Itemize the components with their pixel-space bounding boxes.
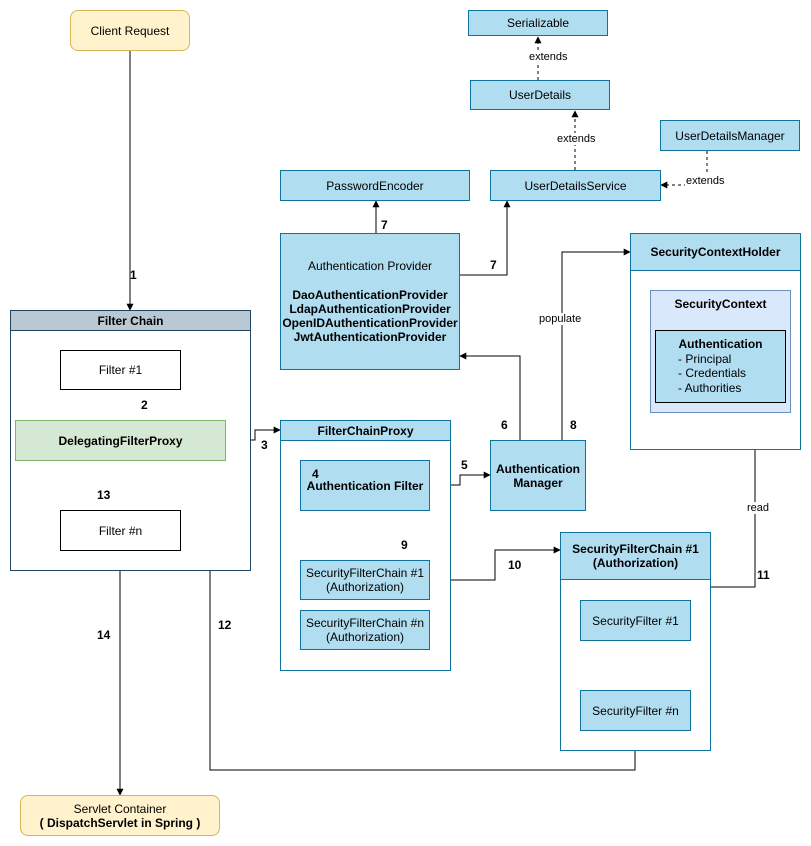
authentication-manager-line1: Authentication	[496, 461, 580, 476]
step-10: 10	[508, 558, 522, 572]
step-4: 4	[312, 467, 319, 481]
security-filter-1-node: SecurityFilter #1	[580, 600, 691, 641]
user-details-service-label: UserDetailsService	[524, 178, 627, 193]
step-11: 11	[757, 568, 770, 582]
security-context-label: SecurityContext	[674, 297, 767, 311]
security-filter-n-node: SecurityFilter #n	[580, 690, 691, 731]
edge-label-extends-3: extends	[685, 175, 726, 187]
edge-label-extends-1: extends	[528, 51, 569, 63]
user-details-service-node: UserDetailsService	[490, 170, 661, 201]
authentication-node: Authentication - Principal - Credentials…	[655, 330, 786, 403]
servlet-container-node: Servlet Container ( DispatchServlet in S…	[20, 795, 220, 836]
sfc-1-big-line1: SecurityFilterChain #1	[572, 542, 699, 556]
step-14: 14	[97, 628, 111, 642]
serializable-label: Serializable	[506, 16, 570, 30]
security-filter-n-label: SecurityFilter #n	[592, 703, 679, 718]
serializable-node: Serializable	[468, 10, 608, 36]
security-context-title: SecurityContext	[651, 291, 790, 317]
step-6: 6	[501, 418, 508, 432]
step-1: 1	[130, 268, 137, 282]
filter-1-label: Filter #1	[98, 363, 143, 377]
delegating-filter-proxy-node: DelegatingFilterProxy	[15, 420, 226, 461]
security-filter-chain-1-title: SecurityFilterChain #1 (Authorization)	[561, 533, 710, 580]
security-filter-chain-n-small-node: SecurityFilterChain #n (Authorization)	[300, 610, 430, 650]
step-8: 8	[570, 418, 577, 432]
sfc-1-small-line1: SecurityFilterChain #1	[305, 566, 425, 580]
password-encoder-node: PasswordEncoder	[280, 170, 470, 201]
authentication-authorities: - Authorities	[678, 380, 742, 395]
user-details-manager-label: UserDetailsManager	[675, 128, 785, 143]
authentication-manager-line2: Manager	[513, 475, 563, 490]
step-12: 12	[218, 618, 232, 632]
servlet-container-line2: ( DispatchServlet in Spring )	[39, 815, 201, 830]
client-request-label: Client Request	[90, 23, 170, 38]
edge-label-extends-2: extends	[556, 133, 597, 145]
filter-chain-title: Filter Chain	[11, 311, 250, 331]
filter-chain-proxy-title: FilterChainProxy	[281, 421, 450, 441]
filter-chain-proxy-label: FilterChainProxy	[317, 423, 414, 438]
user-details-label: UserDetails	[508, 88, 571, 102]
filter-n-node: Filter #n	[60, 510, 181, 551]
edge-label-populate: populate	[538, 313, 583, 325]
authentication-principal: - Principal	[678, 351, 732, 366]
filter-1-node: Filter #1	[60, 350, 181, 390]
sfc-n-small-line1: SecurityFilterChain #n	[305, 616, 425, 630]
provider-impl-ldap: LdapAuthenticationProvider	[289, 302, 451, 316]
security-filter-chain-1-small-node: SecurityFilterChain #1 (Authorization)	[300, 560, 430, 600]
step-7-uds: 7	[490, 258, 497, 272]
step-9: 9	[401, 538, 408, 552]
user-details-node: UserDetails	[470, 80, 610, 110]
sfc-1-big-line2: (Authorization)	[592, 556, 679, 570]
filter-chain-label: Filter Chain	[97, 313, 164, 328]
authentication-filter-label: Authentication Filter	[306, 478, 424, 493]
authentication-credentials: - Credentials	[678, 366, 747, 380]
step-3: 3	[261, 438, 268, 452]
authentication-provider-node: Authentication Provider DaoAuthenticatio…	[280, 233, 460, 370]
edge-sfc1-to-sfcbig	[430, 546, 561, 581]
servlet-container-line1: Servlet Container	[73, 801, 167, 816]
provider-impl-dao: DaoAuthenticationProvider	[292, 288, 448, 302]
delegating-filter-proxy-label: DelegatingFilterProxy	[58, 433, 183, 448]
authentication-title: Authentication	[678, 337, 763, 351]
edge-manager-to-holder	[561, 248, 631, 440]
sfc-n-small-line2: (Authorization)	[325, 630, 405, 644]
step-2: 2	[141, 398, 148, 412]
password-encoder-label: PasswordEncoder	[326, 178, 424, 193]
authentication-manager-node: Authentication Manager	[490, 440, 586, 511]
step-5: 5	[461, 458, 468, 472]
filter-n-label: Filter #n	[98, 523, 143, 538]
provider-impl-jwt: JwtAuthenticationProvider	[293, 330, 447, 344]
edge-manager-to-provider	[459, 352, 521, 440]
authentication-provider-title: Authentication Provider	[307, 259, 433, 273]
step-7-encoder: 7	[381, 218, 388, 232]
edge-provider-to-uds	[460, 200, 511, 276]
provider-impl-openid: OpenIDAuthenticationProvider	[282, 316, 458, 330]
user-details-manager-node: UserDetailsManager	[660, 120, 800, 151]
step-13: 13	[97, 488, 111, 502]
security-context-holder-title: SecurityContextHolder	[631, 234, 800, 271]
sfc-1-small-line2: (Authorization)	[325, 580, 405, 594]
edge-sfcbig-to-authentication	[710, 412, 759, 588]
authentication-filter-node: Authentication Filter	[300, 460, 430, 511]
client-request-node: Client Request	[70, 10, 190, 51]
edge-label-read: read	[746, 502, 771, 514]
security-filter-1-label: SecurityFilter #1	[592, 613, 679, 628]
security-context-holder-label: SecurityContextHolder	[650, 245, 781, 259]
